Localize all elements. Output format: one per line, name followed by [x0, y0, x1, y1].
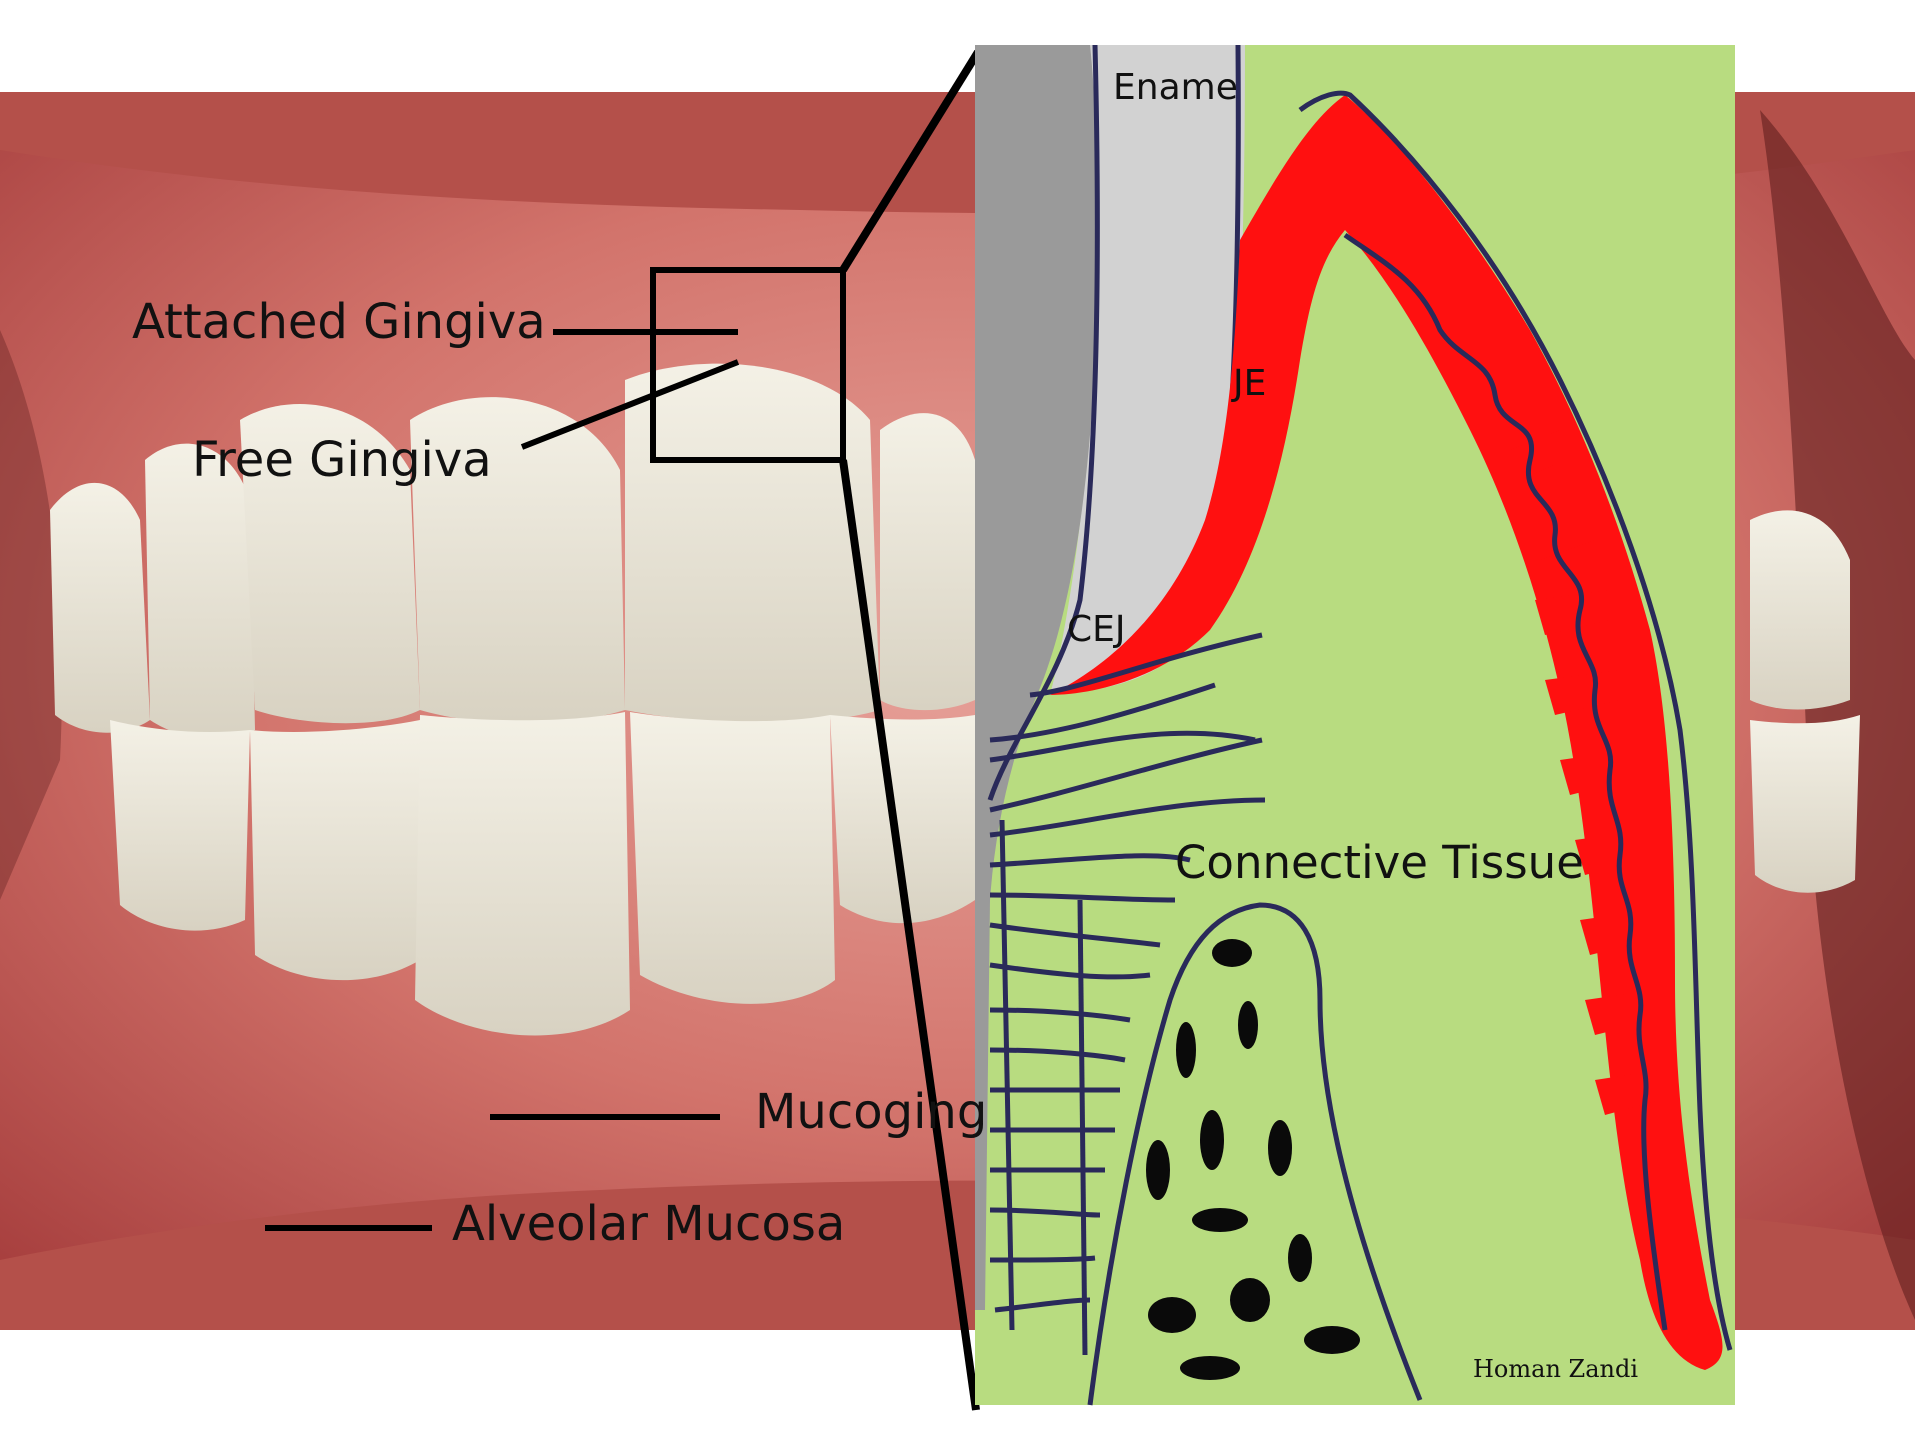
- je-label: JE: [1233, 366, 1266, 402]
- cej-label: CEJ: [1067, 612, 1126, 648]
- attached-gingiva-label: Attached Gingiva: [132, 298, 546, 346]
- connective-tissue-label: Connective Tissue: [1175, 840, 1584, 885]
- alveolar-mucosa-label: Alveolar Mucosa: [452, 1200, 845, 1248]
- enamel-label: Ename: [1113, 70, 1238, 106]
- credit-label: Homan Zandi: [1473, 1357, 1638, 1381]
- mucogingival-label: Mucoging: [755, 1088, 987, 1136]
- free-gingiva-label: Free Gingiva: [192, 436, 492, 484]
- inset-diagram: [975, 45, 1735, 1405]
